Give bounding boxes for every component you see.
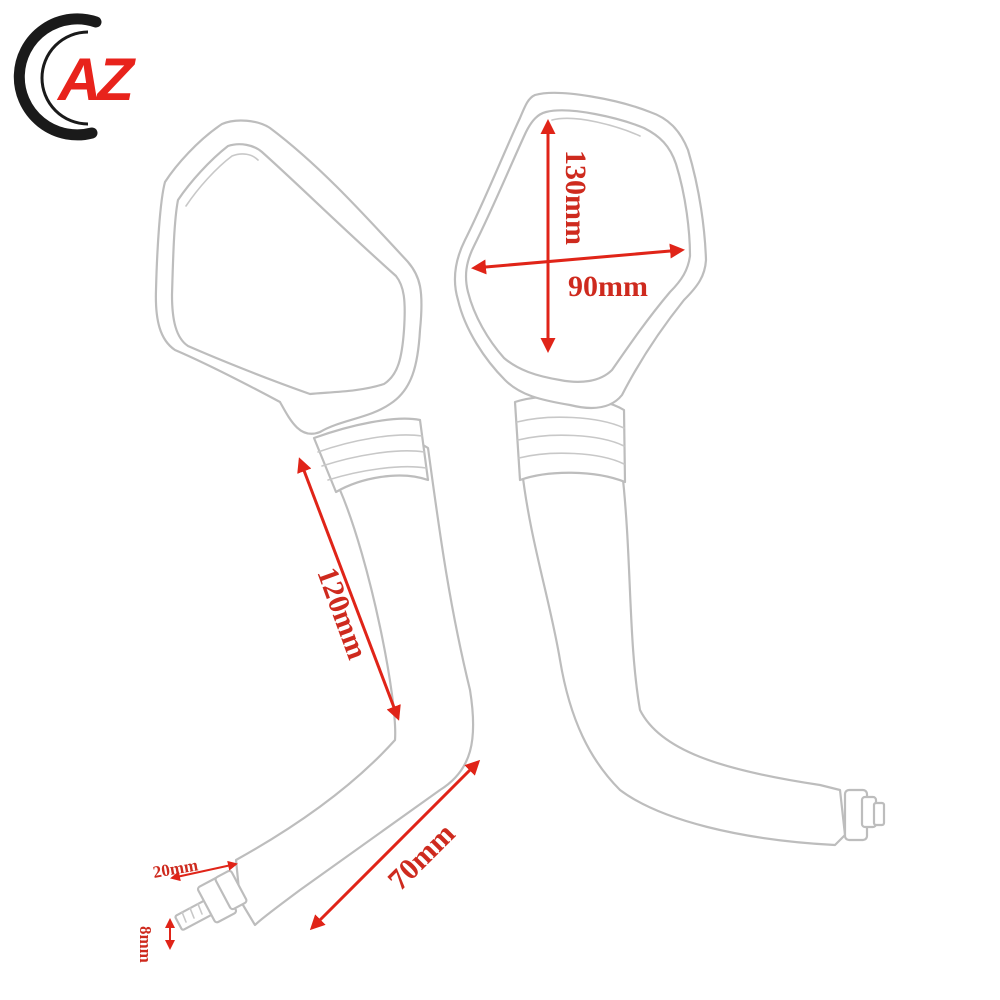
bolt-diameter-label: 8mm	[136, 926, 155, 963]
left-mirror-bolt	[174, 869, 248, 931]
right-mirror	[453, 91, 886, 847]
left-mirror-glass	[170, 143, 406, 396]
brand-logo: AZ	[13, 13, 140, 141]
logo-text: AZ	[56, 46, 136, 113]
mirror-height-label: 130mm	[559, 150, 592, 245]
bolt-length-arrow	[170, 860, 238, 882]
right-mirror-collar	[513, 395, 627, 484]
right-mirror-nut	[843, 788, 886, 842]
mirror-width-label: 90mm	[568, 270, 648, 303]
right-mirror-stem	[520, 462, 847, 847]
arm-length-label: 70mm	[382, 817, 462, 897]
arm-length-arrow	[309, 759, 481, 931]
stem-length-arrow	[297, 457, 401, 721]
mirror-width-arrow	[471, 243, 685, 275]
bolt-length-label: 20mm	[151, 855, 199, 882]
stem-length-label: 120mm	[310, 563, 373, 664]
left-mirror	[154, 119, 475, 931]
logo-ring-icon	[13, 13, 102, 141]
